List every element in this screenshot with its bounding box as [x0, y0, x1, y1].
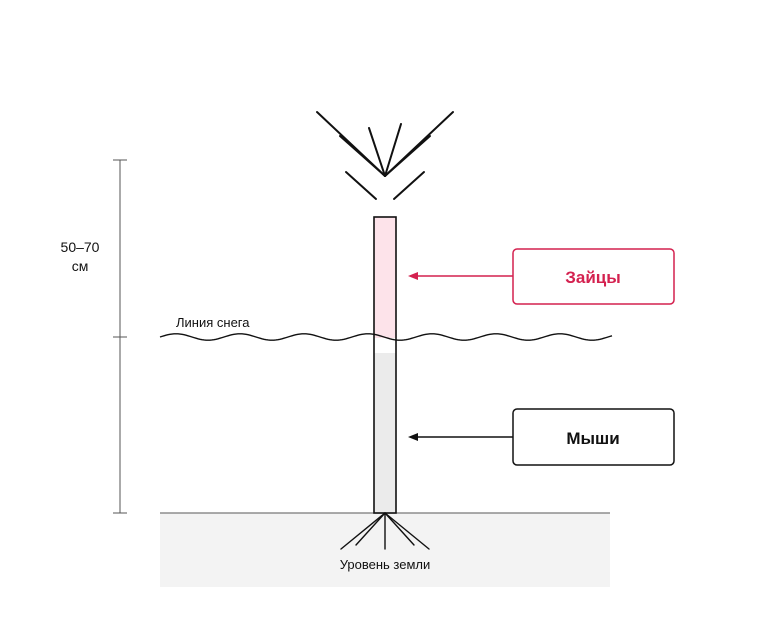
height-value-label: 50–70	[61, 239, 100, 255]
root	[340, 512, 386, 550]
snow-line-label: Линия снега	[176, 315, 250, 330]
mice-arrow-head	[408, 433, 418, 441]
root	[384, 512, 415, 546]
trunk-mice-zone	[374, 353, 396, 513]
branch	[393, 171, 425, 200]
tree-roots	[340, 512, 430, 550]
height-dimension	[113, 159, 127, 514]
snow-line	[159, 333, 613, 341]
root	[355, 512, 386, 546]
root	[384, 512, 430, 550]
mice-callout-label: Мыши	[566, 429, 619, 448]
hares-callout-box	[512, 248, 675, 305]
branch	[345, 171, 377, 200]
branch	[339, 135, 386, 177]
height-unit-label: см	[72, 258, 89, 274]
tree-branches	[316, 111, 454, 200]
hares-callout-label: Зайцы	[565, 268, 621, 287]
ground-level-label: Уровень земли	[340, 557, 431, 572]
branch	[384, 111, 454, 177]
branch	[384, 123, 402, 177]
mice-callout-box	[512, 408, 675, 466]
branch	[368, 127, 386, 177]
trunk-hare-zone	[374, 217, 396, 338]
hares-arrow-head	[408, 272, 418, 280]
